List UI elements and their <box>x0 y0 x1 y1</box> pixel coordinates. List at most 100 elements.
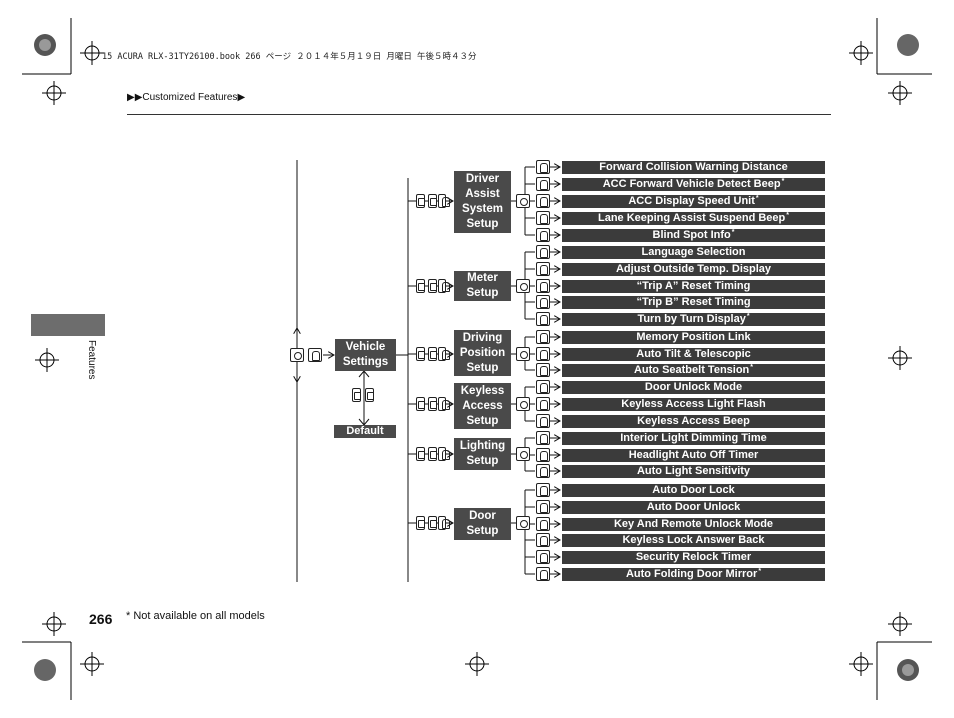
group-box-3[interactable]: Keyless Access Setup <box>454 383 511 429</box>
setting-item-label[interactable]: Auto Door Lock <box>652 484 735 496</box>
setting-item[interactable]: Key And Remote Unlock Mode <box>562 518 825 531</box>
group-box-5[interactable]: Door Setup <box>454 508 511 540</box>
scroll-up-icon[interactable] <box>352 388 361 402</box>
setting-item[interactable]: Keyless Lock Answer Back <box>562 534 825 547</box>
knob-press-icon[interactable] <box>536 431 550 445</box>
knob-press-icon[interactable] <box>536 567 550 581</box>
knob-press-icon[interactable] <box>536 347 550 361</box>
setting-item-label[interactable]: Interior Light Dimming Time <box>620 432 767 444</box>
group-box-4[interactable]: Lighting Setup <box>454 438 511 470</box>
setting-item[interactable]: Lane Keeping Assist Suspend Beep* <box>562 212 825 225</box>
vehicle-settings-box[interactable]: Vehicle Settings <box>335 339 396 371</box>
setting-item-label[interactable]: “Trip A” Reset Timing <box>636 280 751 292</box>
setting-item[interactable]: Auto Tilt & Telescopic <box>562 348 825 361</box>
knob-press-icon[interactable] <box>536 550 550 564</box>
knob-press-icon[interactable] <box>536 448 550 462</box>
interface-dial-icon[interactable] <box>516 347 530 361</box>
scroll-button-icon[interactable] <box>428 397 437 411</box>
knob-press-icon[interactable] <box>438 447 450 461</box>
scroll-button-icon[interactable] <box>416 447 425 461</box>
knob-press-icon[interactable] <box>438 347 450 361</box>
section-tab[interactable] <box>31 314 105 336</box>
setting-item[interactable]: Auto Door Lock <box>562 484 825 497</box>
setting-item-label[interactable]: Door Unlock Mode <box>644 381 743 393</box>
knob-press-icon[interactable] <box>536 363 550 377</box>
knob-press-icon[interactable] <box>536 194 550 208</box>
setting-item[interactable]: Keyless Access Beep <box>562 415 825 428</box>
setting-item-label[interactable]: Blind Spot Info <box>652 229 731 241</box>
breadcrumb-label[interactable]: Customized Features <box>142 92 238 103</box>
setting-item[interactable]: Adjust Outside Temp. Display <box>562 263 825 276</box>
scroll-button-icon[interactable] <box>416 194 425 208</box>
setting-item[interactable]: Blind Spot Info* <box>562 229 825 242</box>
setting-item-label[interactable]: Auto Tilt & Telescopic <box>636 348 751 360</box>
setting-item[interactable]: Forward Collision Warning Distance <box>562 161 825 174</box>
setting-item[interactable]: Turn by Turn Display* <box>562 313 825 326</box>
knob-press-icon[interactable] <box>536 262 550 276</box>
group-box-2[interactable]: Driving Position Setup <box>454 330 511 376</box>
setting-item-label[interactable]: Auto Door Unlock <box>646 501 741 513</box>
knob-press-icon[interactable] <box>438 516 450 530</box>
setting-item[interactable]: Memory Position Link <box>562 331 825 344</box>
setting-item-label[interactable]: ACC Forward Vehicle Detect Beep <box>602 178 781 190</box>
default-box[interactable]: Default <box>334 425 396 438</box>
setting-item[interactable]: Auto Light Sensitivity <box>562 465 825 478</box>
setting-item[interactable]: ACC Display Speed Unit* <box>562 195 825 208</box>
interface-dial-icon[interactable] <box>290 348 304 362</box>
knob-press-icon[interactable] <box>438 194 450 208</box>
setting-item[interactable]: Interior Light Dimming Time <box>562 432 825 445</box>
knob-press-icon[interactable] <box>536 295 550 309</box>
setting-item[interactable]: “Trip B” Reset Timing <box>562 296 825 309</box>
scroll-button-icon[interactable] <box>428 194 437 208</box>
setting-item-label[interactable]: Security Relock Timer <box>635 551 752 563</box>
setting-item-label[interactable]: ACC Display Speed Unit <box>628 195 755 207</box>
setting-item-label[interactable]: Memory Position Link <box>636 331 751 343</box>
scroll-button-icon[interactable] <box>416 397 425 411</box>
setting-item[interactable]: Auto Seatbelt Tension* <box>562 364 825 377</box>
scroll-button-icon[interactable] <box>416 279 425 293</box>
setting-item[interactable]: Auto Door Unlock <box>562 501 825 514</box>
knob-press-icon[interactable] <box>438 397 450 411</box>
knob-press-icon[interactable] <box>536 228 550 242</box>
scroll-button-icon[interactable] <box>428 347 437 361</box>
setting-item[interactable]: Headlight Auto Off Timer <box>562 449 825 462</box>
group-box-1[interactable]: Meter Setup <box>454 271 511 301</box>
knob-press-icon[interactable] <box>536 397 550 411</box>
setting-item-label[interactable]: Keyless Access Beep <box>637 415 750 427</box>
knob-press-icon[interactable] <box>536 245 550 259</box>
setting-item[interactable]: Door Unlock Mode <box>562 381 825 394</box>
scroll-down-icon[interactable] <box>365 388 374 402</box>
knob-press-icon[interactable] <box>536 211 550 225</box>
interface-dial-icon[interactable] <box>516 447 530 461</box>
setting-item[interactable]: Security Relock Timer <box>562 551 825 564</box>
breadcrumb[interactable]: ▶▶Customized Features▶ <box>127 92 245 103</box>
setting-item-label[interactable]: Headlight Auto Off Timer <box>628 449 759 461</box>
interface-dial-icon[interactable] <box>516 516 530 530</box>
scroll-button-icon[interactable] <box>428 516 437 530</box>
knob-press-icon[interactable] <box>536 517 550 531</box>
setting-item-label[interactable]: Auto Light Sensitivity <box>636 465 751 477</box>
setting-item[interactable]: Auto Folding Door Mirror* <box>562 568 825 581</box>
setting-item[interactable]: Language Selection <box>562 246 825 259</box>
setting-item-label[interactable]: Forward Collision Warning Distance <box>599 161 788 173</box>
setting-item[interactable]: ACC Forward Vehicle Detect Beep* <box>562 178 825 191</box>
knob-press-icon[interactable] <box>536 414 550 428</box>
knob-press-icon[interactable] <box>536 330 550 344</box>
knob-press-icon[interactable] <box>536 279 550 293</box>
setting-item[interactable]: Keyless Access Light Flash <box>562 398 825 411</box>
setting-item-label[interactable]: Key And Remote Unlock Mode <box>613 518 774 530</box>
knob-press-icon[interactable] <box>536 500 550 514</box>
setting-item-label[interactable]: Keyless Lock Answer Back <box>622 534 765 546</box>
setting-item[interactable]: “Trip A” Reset Timing <box>562 280 825 293</box>
knob-press-icon[interactable] <box>536 380 550 394</box>
knob-press-icon[interactable] <box>308 348 322 362</box>
knob-press-icon[interactable] <box>536 483 550 497</box>
knob-press-icon[interactable] <box>438 279 450 293</box>
group-box-0[interactable]: Driver Assist System Setup <box>454 171 511 233</box>
setting-item-label[interactable]: Lane Keeping Assist Suspend Beep <box>598 212 786 224</box>
setting-item-label[interactable]: Keyless Access Light Flash <box>621 398 766 410</box>
knob-press-icon[interactable] <box>536 464 550 478</box>
setting-item-label[interactable]: Turn by Turn Display <box>637 313 746 325</box>
scroll-button-icon[interactable] <box>428 447 437 461</box>
knob-press-icon[interactable] <box>536 312 550 326</box>
